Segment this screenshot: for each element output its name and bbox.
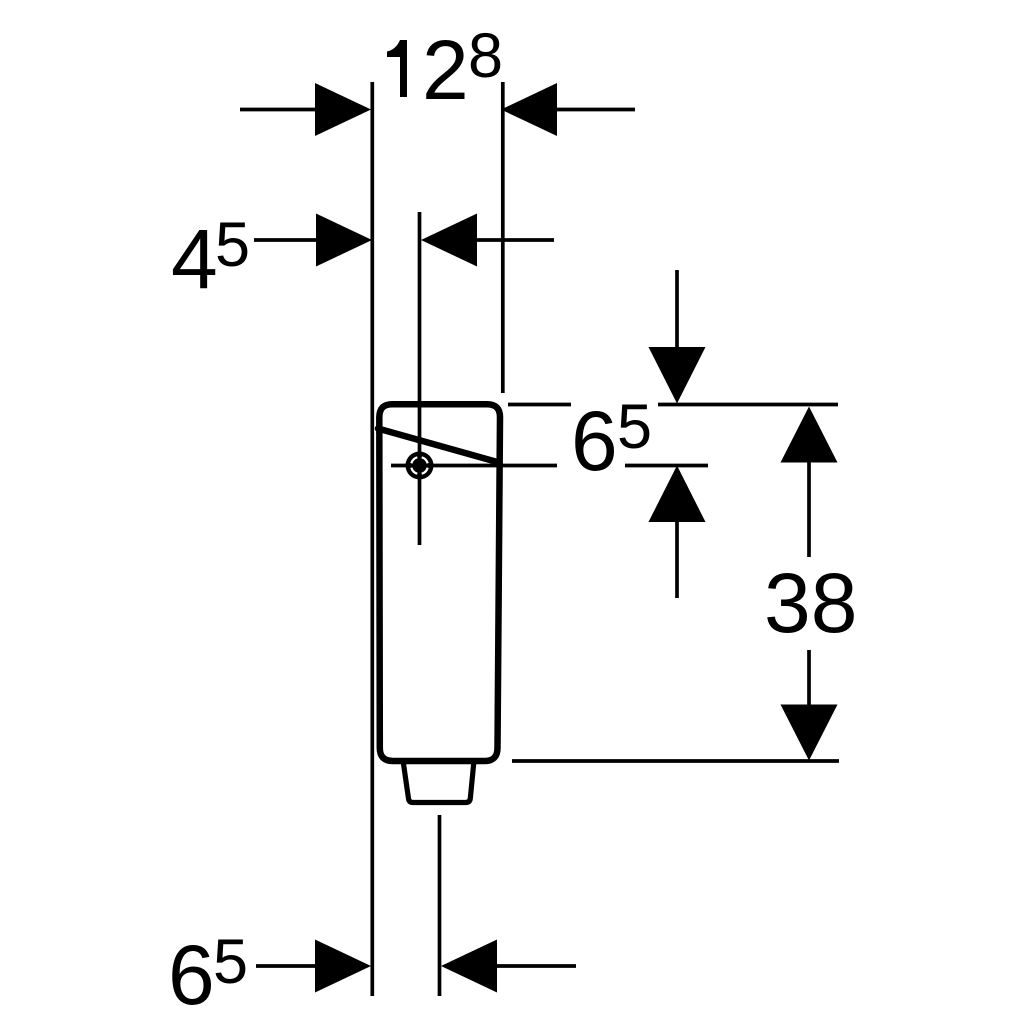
svg-text:8: 8 [468,21,503,91]
svg-text:5: 5 [215,210,250,280]
svg-text:2: 2 [422,23,469,117]
svg-text:6: 6 [168,928,215,1022]
svg-text:4: 4 [171,212,218,306]
svg-text:38: 38 [764,556,857,650]
svg-text:5: 5 [213,927,248,997]
svg-text:5: 5 [617,392,652,462]
svg-text:6: 6 [571,394,618,488]
